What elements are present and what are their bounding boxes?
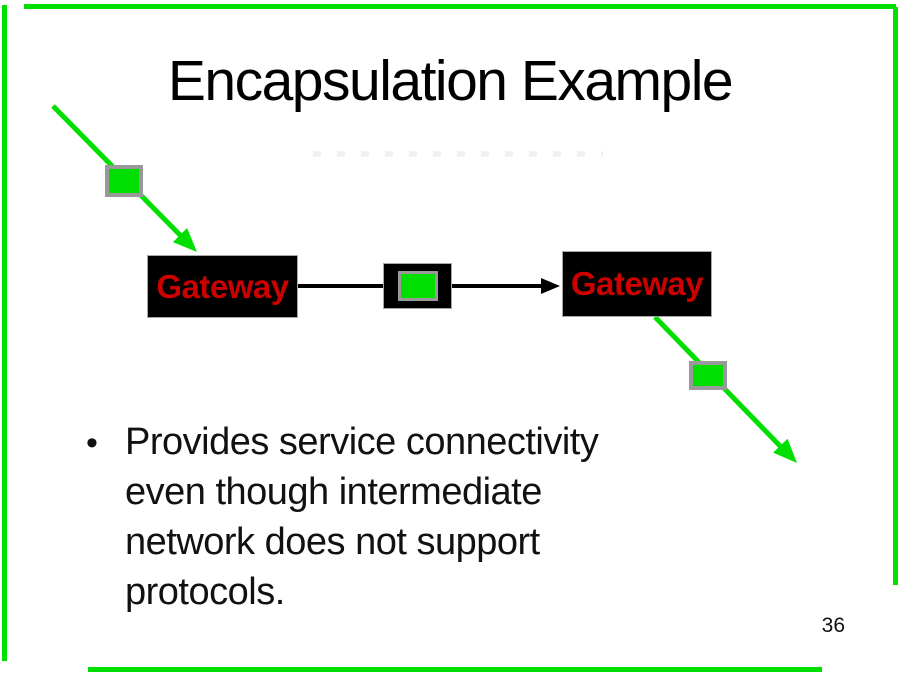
- bullet-text: Provides service connectivity even thoug…: [125, 417, 599, 617]
- outgoing-packet-icon: [689, 361, 727, 390]
- faint-dashed-line: [313, 151, 603, 157]
- bullet-marker: •: [86, 424, 98, 462]
- gateway-right-label: Gateway: [570, 265, 704, 302]
- gateway-right-box: Gateway: [562, 251, 712, 317]
- bullet-list: • Provides service connectivity even tho…: [86, 417, 599, 617]
- slide-border-bottom: [88, 667, 822, 672]
- bullet-text-line: Provides service connectivity: [125, 421, 599, 463]
- bullet-text-line: even though intermediate: [125, 471, 542, 513]
- slide-title: Encapsulation Example: [167, 49, 734, 113]
- outgoing-packet-arrow: [653, 315, 797, 463]
- bullet-text-line: network does not support: [125, 521, 540, 563]
- arrowhead-icon: [541, 278, 560, 294]
- slide-border-top: [24, 4, 896, 9]
- incoming-packet-icon: [105, 165, 143, 197]
- encapsulated-packet-box: [383, 263, 452, 309]
- arrowhead-icon: [172, 227, 197, 252]
- slide-border-right: [893, 7, 898, 585]
- gateway-left-box: Gateway: [147, 255, 298, 318]
- encapsulated-packet-icon: [397, 271, 438, 301]
- arrowhead-icon: [773, 438, 797, 463]
- slide-border-left: [2, 5, 7, 661]
- gateway-left-label: Gateway: [156, 267, 289, 305]
- bullet-text-line: protocols.: [125, 571, 285, 613]
- page-number: 36: [821, 614, 845, 637]
